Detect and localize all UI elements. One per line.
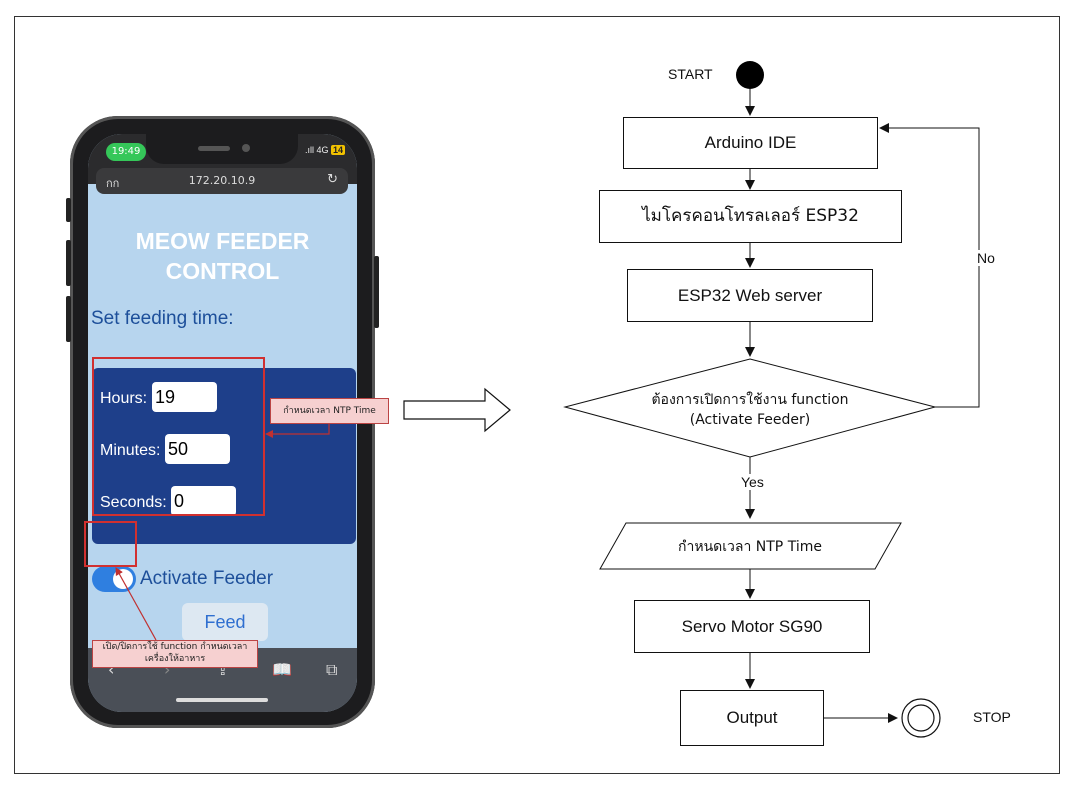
front-camera	[242, 144, 250, 152]
status-time: 19:49	[106, 143, 146, 161]
mute-switch	[66, 198, 71, 222]
toggle-note-arrow	[115, 567, 157, 641]
stop-node-inner	[907, 704, 935, 732]
toggle-highlight	[84, 521, 137, 567]
set-feeding-label: Set feeding time:	[91, 308, 234, 329]
power-button	[374, 256, 379, 328]
seconds-input[interactable]: 0	[171, 486, 236, 516]
servo-box: Servo Motor SG90	[634, 600, 870, 653]
ntp-note-arrow	[265, 424, 330, 438]
activate-feeder-label: Activate Feeder	[140, 568, 274, 589]
ntp-io-node	[599, 522, 902, 570]
ntp-time-text: กำหนดเวลา NTP Time	[678, 539, 822, 555]
webserver-box: ESP32 Web server	[627, 269, 873, 322]
microcontroller-box: ไมโครคอนโทรลเลอร์ ESP32	[599, 190, 902, 243]
volume-up-button	[66, 240, 71, 286]
no-label: No	[975, 250, 997, 266]
reader-mode-button[interactable]: กก	[106, 177, 120, 190]
page-title: MEOW FEEDER CONTROL	[88, 226, 357, 286]
time-fields-highlight	[92, 357, 265, 516]
network-type: 4G	[316, 145, 329, 155]
toggle-note-line1: เปิด/ปิดการใช้ function กำหนดเวลา	[102, 642, 248, 652]
decision-line1: ต้องการเปิดการใช้งาน function	[651, 392, 849, 408]
volume-down-button	[66, 296, 71, 342]
back-icon[interactable]: ‹	[108, 660, 115, 679]
arduino-ide-box: Arduino IDE	[623, 117, 878, 169]
decision-line2: (Activate Feeder)	[689, 412, 811, 428]
forward-icon[interactable]: ›	[164, 660, 171, 679]
hours-label: Hours:	[100, 390, 148, 407]
notch	[146, 134, 298, 164]
home-indicator	[176, 698, 268, 702]
start-label: START	[668, 66, 713, 82]
yes-label: Yes	[739, 474, 766, 490]
battery-icon: 14	[330, 145, 345, 155]
feed-button[interactable]: Feed	[182, 603, 268, 641]
signal-bars-icon: .ıll	[304, 145, 317, 155]
address-bar[interactable]: กก 172.20.10.9 ↻	[96, 168, 348, 194]
minutes-input[interactable]: 50	[165, 434, 230, 464]
seconds-label: Seconds:	[100, 494, 167, 511]
page-title-text: MEOW FEEDER CONTROL	[135, 228, 310, 284]
tabs-icon[interactable]: ⧉	[326, 660, 338, 679]
toggle-note: เปิด/ปิดการใช้ function กำหนดเวลา เครื่อ…	[92, 640, 258, 668]
speaker-grille	[198, 146, 230, 151]
bookmarks-icon[interactable]: 📖	[272, 660, 292, 679]
reload-icon[interactable]: ↻	[327, 172, 338, 187]
transition-arrow-icon	[403, 387, 511, 433]
hours-input[interactable]: 19	[152, 382, 217, 412]
minutes-label: Minutes:	[100, 442, 161, 459]
edge-no-loop	[879, 123, 980, 408]
signal-indicator: .ıll 4G 14	[305, 145, 345, 155]
url-text[interactable]: 172.20.10.9	[188, 174, 256, 187]
decision-text: ต้องการเปิดการใช้งาน function (Activate …	[600, 390, 900, 430]
ntp-time-note: กำหนดเวลา NTP Time	[270, 398, 389, 424]
start-node	[736, 61, 764, 89]
output-box: Output	[680, 690, 824, 746]
stop-label: STOP	[973, 709, 1011, 725]
toggle-note-line2: เครื่องให้อาหาร	[144, 654, 206, 664]
